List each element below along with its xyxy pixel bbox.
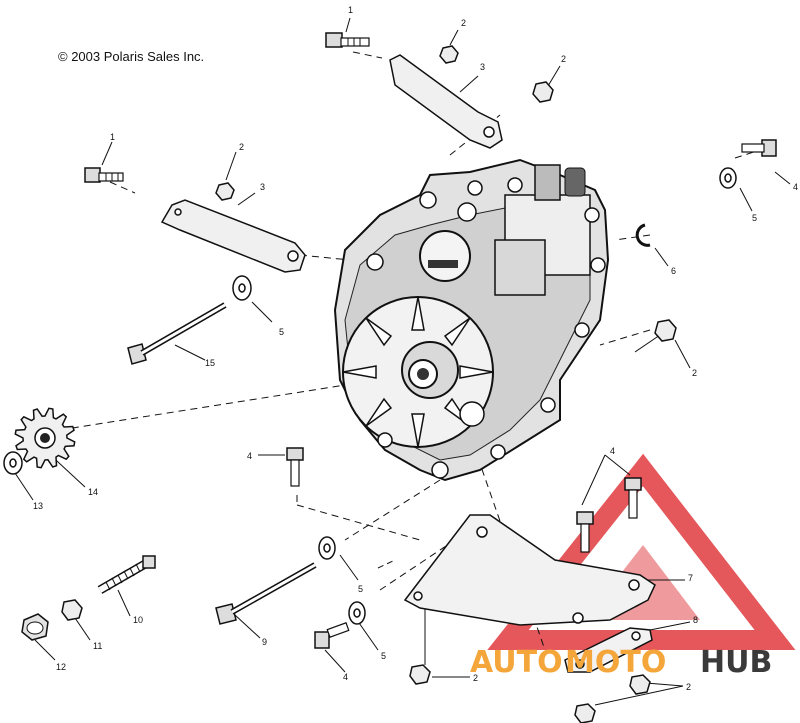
callout-10: 10 (133, 615, 143, 625)
snap-ring (635, 223, 651, 247)
callout-5-right: 5 (752, 213, 757, 223)
cap-label-plate (428, 260, 458, 268)
lock-nut-11 (61, 599, 83, 621)
drain-plug (21, 613, 49, 641)
callout-2-upper-right: 2 (561, 54, 566, 64)
bolt-top (325, 32, 370, 48)
copyright-notice: © 2003 Polaris Sales Inc. (58, 49, 205, 64)
callout-6: 6 (671, 266, 676, 276)
watermark-wordmark: AUTO MOTO HUB (470, 645, 772, 680)
bolt-left (84, 167, 124, 183)
watermark-word-hub: HUB (700, 645, 772, 680)
callout-15: 15 (205, 358, 215, 368)
engine-mount-plate (403, 514, 656, 626)
callout-13: 13 (33, 501, 43, 511)
housing-bolt-bosses (366, 177, 606, 479)
mounting-bracket-left (160, 199, 306, 273)
housing-cap (419, 230, 471, 282)
callout-8: 8 (693, 615, 698, 625)
flat-washers (3, 167, 737, 625)
drive-sprocket (14, 407, 76, 469)
breather-fitting (534, 164, 561, 201)
callout-4-center: 4 (247, 451, 252, 461)
callout-7: 7 (688, 573, 693, 583)
threaded-stud (97, 555, 156, 594)
callout-3-upper: 3 (480, 62, 485, 72)
callout-5-left: 5 (279, 327, 284, 337)
long-bolt-15 (127, 302, 227, 365)
callout-2-right: 2 (692, 368, 697, 378)
callout-11: 11 (93, 641, 102, 651)
watermark-word-auto: AUTO (470, 645, 563, 680)
watermark-word-moto: MOTO (565, 645, 666, 680)
long-bolt-9 (215, 562, 317, 625)
leader-lines (12, 17, 791, 706)
callout-14: 14 (88, 487, 98, 497)
bolt-mount-4a (576, 511, 594, 553)
flywheel-vanes (342, 296, 494, 448)
bolt-mount-4b (624, 477, 642, 519)
callout-2-bottom-right: 2 (686, 682, 691, 692)
callout-1-top: 1 (348, 5, 353, 15)
callout-9: 9 (262, 637, 267, 647)
mounting-bracket-upper (389, 54, 503, 149)
callout-2-left: 2 (239, 142, 244, 152)
callout-12: 12 (56, 662, 66, 672)
transmission-housing (333, 158, 610, 482)
connector-plug (564, 167, 586, 197)
callout-4-bottom: 4 (343, 672, 348, 682)
bolt-right (741, 139, 777, 157)
bolt-center-4 (286, 447, 304, 487)
callout-2-bottom: 2 (473, 673, 478, 683)
callout-5-center: 5 (358, 584, 363, 594)
callout-2-top: 2 (461, 18, 466, 28)
bolt-bottom-4 (314, 622, 350, 649)
callout-5-bottom: 5 (381, 651, 386, 661)
hex-nuts (215, 45, 677, 723)
output-shaft-center (417, 368, 429, 380)
mount-strap (564, 627, 653, 673)
callout-3-left: 3 (260, 182, 265, 192)
callout-4-mount: 4 (610, 446, 615, 456)
callout-1-left: 1 (110, 132, 115, 142)
solenoid-box (494, 239, 546, 296)
callout-labels: 1 1 2 2 2 2 2 2 3 3 4 4 4 4 5 5 5 5 13 6… (33, 5, 798, 692)
callout-4-right: 4 (793, 182, 798, 192)
